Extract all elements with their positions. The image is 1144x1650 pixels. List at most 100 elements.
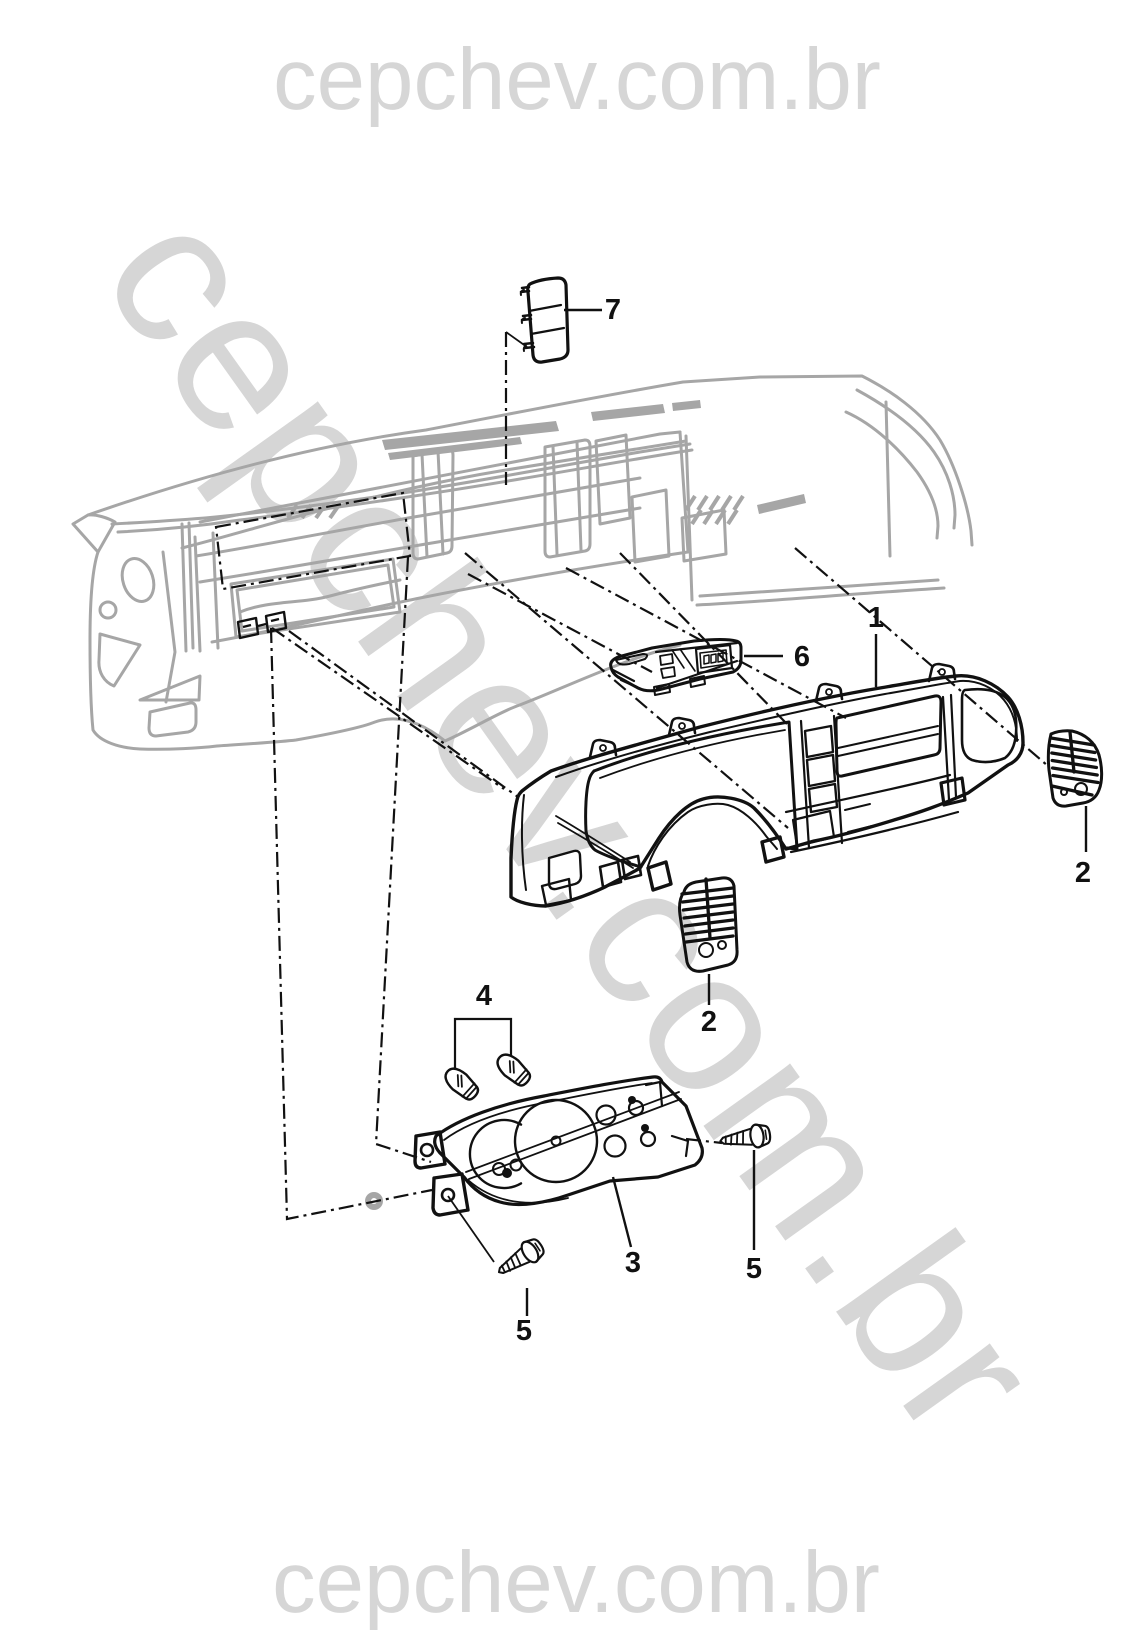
art-segment: [374, 556, 432, 1164]
art-segment: [110, 442, 692, 526]
art-segment: [628, 1096, 636, 1104]
art-segment: [678, 722, 686, 730]
art-segment: [599, 729, 786, 779]
art-segment: [695, 586, 946, 607]
art-segment: [513, 1098, 599, 1184]
art-segment: [714, 508, 727, 526]
art-segment: [653, 675, 706, 696]
art-segment: [791, 809, 836, 848]
art-segment: [588, 738, 618, 759]
art-segment: [214, 491, 412, 591]
art-segment: [667, 716, 697, 737]
art-segment: [884, 400, 892, 558]
art-segment: [502, 1168, 512, 1178]
art-segment: [659, 653, 676, 679]
art-segment: [599, 744, 607, 752]
art-segment: [611, 668, 643, 691]
callout-cluster: 3: [625, 1247, 641, 1279]
art-segment: [703, 652, 724, 665]
art-segment: [443, 1082, 653, 1141]
art-segment: [508, 1060, 515, 1074]
art-segment: [702, 508, 715, 526]
leader-3: [611, 1176, 633, 1248]
art-segment: [803, 724, 839, 814]
part-bulbs: [444, 1017, 532, 1101]
art-segment: [520, 794, 527, 891]
art-segment: [464, 552, 789, 829]
art-segment: [834, 694, 943, 778]
watermark-bottom: cepchev.com.br: [272, 1534, 880, 1631]
art-segment: [555, 815, 634, 869]
art-segment: [708, 494, 721, 512]
art-segment: [88, 550, 682, 751]
art-segment: [814, 682, 844, 703]
art-segment: [519, 289, 527, 352]
art-segment: [690, 508, 703, 526]
art-segment: [413, 1130, 447, 1170]
art-segment: [440, 1187, 456, 1203]
art-segment: [271, 627, 505, 790]
art-segment: [264, 610, 288, 634]
screw-left: [497, 1238, 545, 1275]
art-segment: [641, 1124, 649, 1132]
art-segment: [526, 276, 570, 364]
art-segment: [420, 449, 445, 559]
part-switch-pod: [519, 276, 570, 364]
art-segment: [1051, 773, 1100, 785]
art-segment: [696, 494, 709, 512]
art-segment: [565, 567, 847, 719]
art-segment: [147, 701, 198, 738]
screw-right: [719, 1123, 772, 1149]
art-segment: [388, 437, 522, 460]
art-segment: [116, 448, 694, 534]
art-segment: [86, 374, 974, 547]
art-segment: [286, 503, 299, 520]
art-segment: [257, 622, 267, 628]
art-segment: [646, 860, 673, 892]
part-grille-right: [1046, 729, 1104, 808]
callout-message-center: 6: [794, 641, 810, 673]
art-segment: [855, 388, 957, 530]
art-segment: [726, 508, 739, 526]
art-segment: [551, 440, 583, 556]
art-segment: [161, 550, 177, 704]
art-segment: [97, 632, 142, 688]
art-segment: [694, 643, 734, 675]
art-segment: [328, 503, 341, 520]
art-segment: [431, 1172, 470, 1217]
part-screws: [497, 1123, 772, 1275]
art-segment: [433, 1075, 704, 1207]
art-segment: [194, 476, 642, 558]
part-instrument-cluster: [413, 1075, 704, 1217]
art-segment: [844, 803, 873, 833]
art-segment: [419, 1142, 435, 1158]
art-segment: [960, 687, 1018, 764]
art-segment: [672, 400, 701, 411]
art-segment: [527, 303, 566, 336]
art-segment: [639, 1130, 657, 1148]
watermark-top: cepchev.com.br: [273, 31, 881, 128]
callout-grille-right: 2: [1075, 857, 1091, 889]
watermark-diagonal: cepchev.com.br: [62, 169, 1085, 1476]
art-segment: [670, 1134, 690, 1158]
art-segment: [760, 835, 786, 864]
art-segment: [654, 641, 739, 690]
art-segment: [453, 1017, 513, 1070]
art-segment: [269, 627, 433, 1221]
art-segment: [844, 410, 940, 540]
art-segment: [288, 630, 519, 798]
art-segment: [467, 1179, 569, 1204]
art-segment: [720, 494, 733, 512]
art-segment: [684, 494, 697, 512]
art-segment: [500, 1252, 522, 1273]
art-segment: [235, 563, 396, 633]
part-instrument-bezel: [509, 662, 1025, 908]
art-segment: [461, 1082, 478, 1100]
art-segment: [522, 1238, 545, 1263]
art-segment: [98, 600, 118, 620]
art-segment: [799, 693, 958, 850]
art-segment: [685, 1137, 723, 1145]
art-segment: [180, 521, 195, 653]
art-segment: [509, 1158, 523, 1172]
